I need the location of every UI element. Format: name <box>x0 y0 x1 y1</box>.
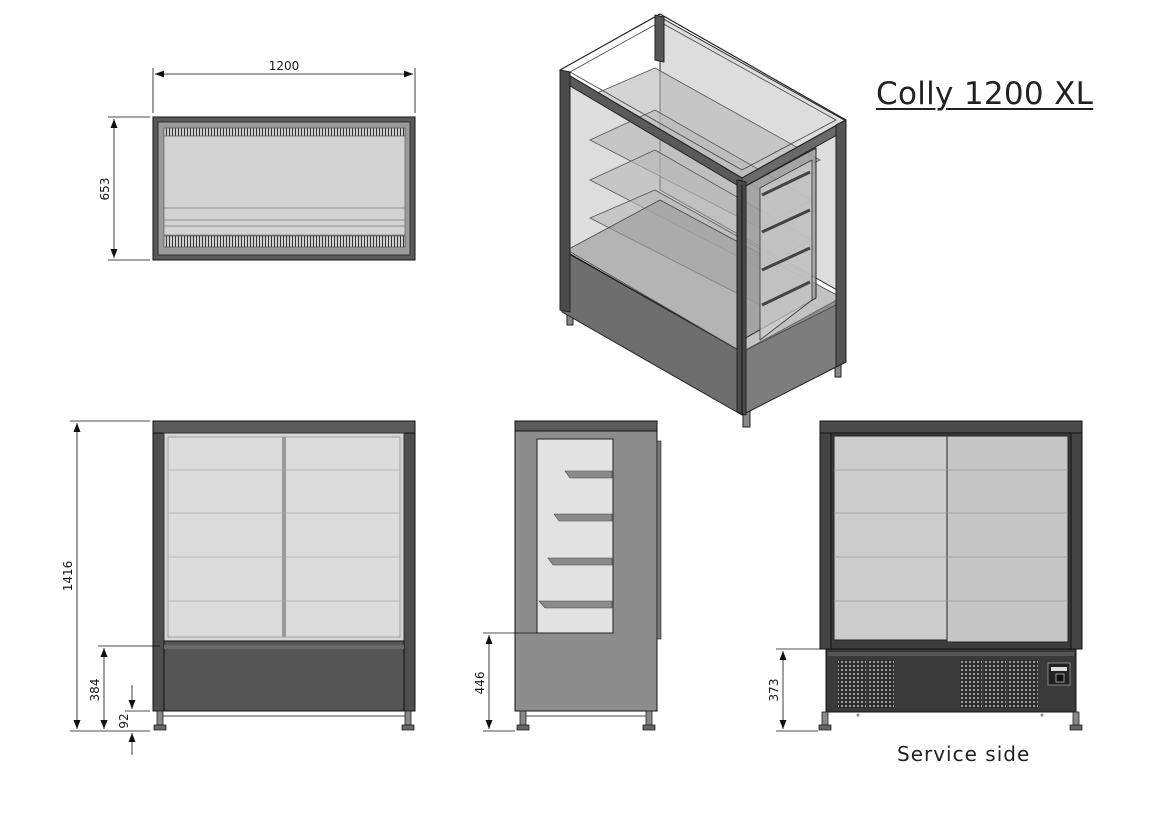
depth-label: 653 <box>98 178 112 201</box>
isometric-view <box>559 13 847 428</box>
service-side-caption: Service side <box>897 742 1031 766</box>
height-dimensions: 1416 384 92 <box>61 420 160 755</box>
depth-dimension: 653 <box>98 116 150 261</box>
service-base-dimension: 373 <box>767 648 824 732</box>
side-opening-label: 446 <box>473 672 487 695</box>
leg-height-label: 92 <box>117 713 131 728</box>
width-dimension: 1200 <box>152 59 416 113</box>
side-opening-dimension: 446 <box>473 632 537 732</box>
product-title: Colly 1200 XL <box>876 76 1094 112</box>
side-view <box>514 420 662 731</box>
service-base-label: 373 <box>767 679 781 702</box>
service-side-view <box>818 420 1083 731</box>
width-label: 1200 <box>269 59 300 73</box>
base-height-label: 384 <box>88 679 102 702</box>
top-view <box>152 116 416 261</box>
front-view <box>152 420 416 731</box>
height-label: 1416 <box>61 561 75 592</box>
